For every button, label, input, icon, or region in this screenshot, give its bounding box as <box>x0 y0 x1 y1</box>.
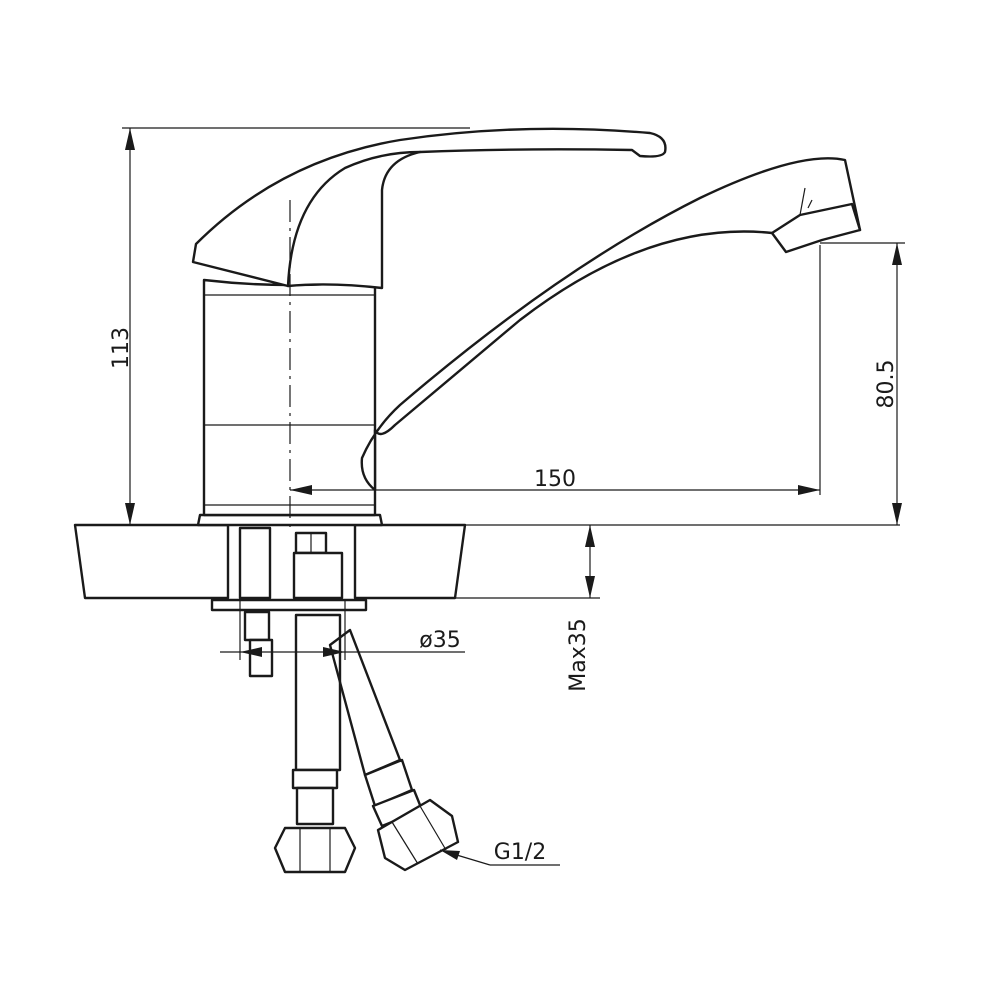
lever-handle <box>191 127 667 290</box>
spout <box>360 157 862 492</box>
dimension-113-label: 113 <box>109 327 134 369</box>
dimension-150-label: 150 <box>534 467 576 492</box>
dimension-height-total: 113 <box>109 127 470 525</box>
hex-nut-left <box>273 826 357 874</box>
dimension-80-5-label: 80.5 <box>874 360 899 409</box>
thread-g1-2-label: G1/2 <box>494 840 546 865</box>
hex-nut-right <box>376 798 460 872</box>
flexible-hoses <box>291 613 424 828</box>
dimension-max35-label: Max35 <box>566 618 591 691</box>
mounting-hardware <box>210 526 368 678</box>
thread-callout: G1/2 <box>439 840 560 866</box>
countertop-section <box>73 523 900 600</box>
dimension-max-thickness: Max35 <box>566 525 595 692</box>
dimension-diameter-label: ø35 <box>419 628 460 653</box>
dimension-spout-reach: 150 <box>290 245 821 495</box>
dimension-spout-height: 80.5 <box>820 242 905 525</box>
dimension-base-diameter: ø35 <box>220 600 465 660</box>
